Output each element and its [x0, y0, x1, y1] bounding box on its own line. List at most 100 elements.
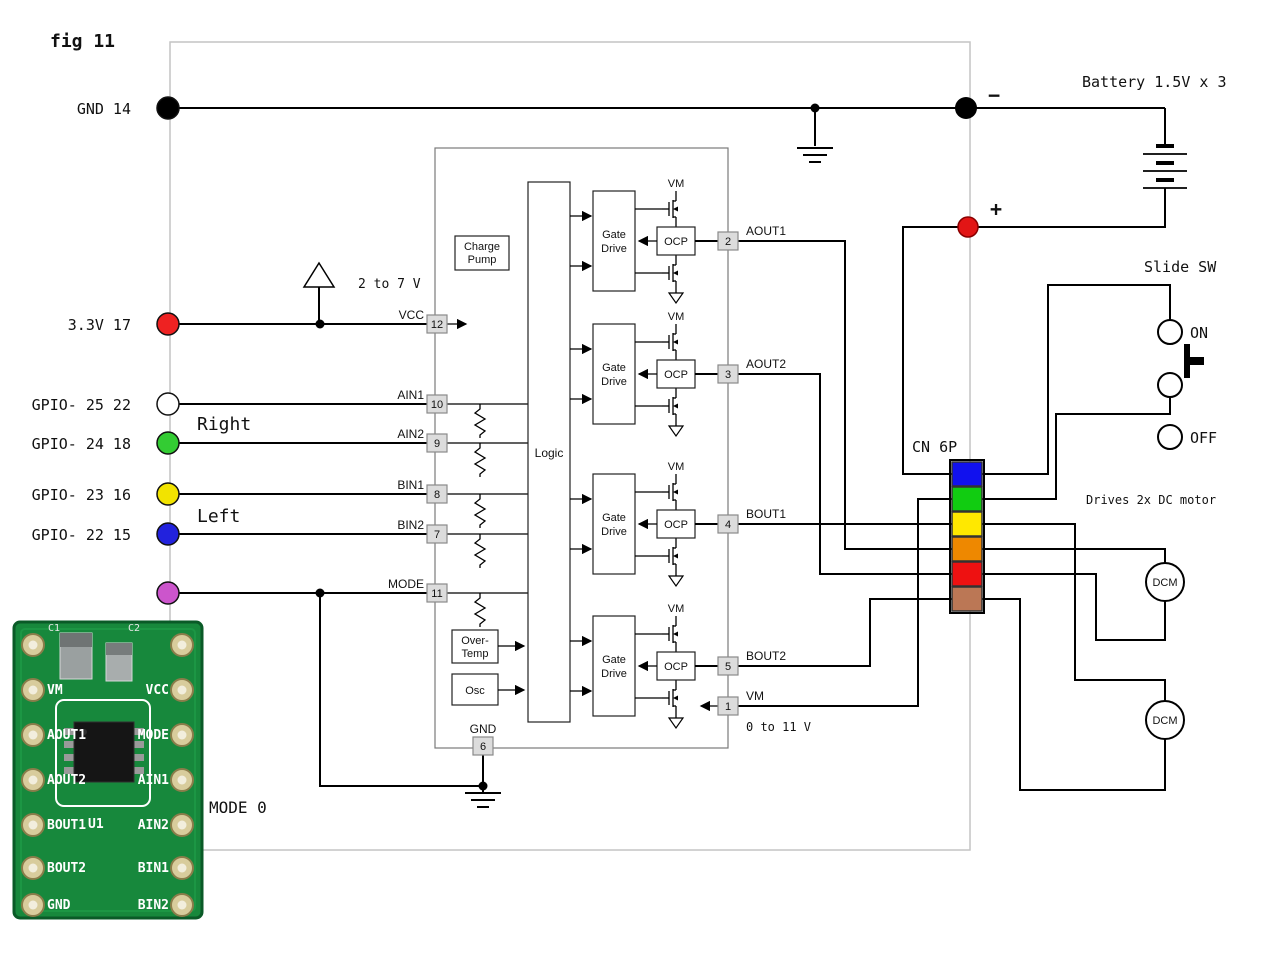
hbridge-channel-bout1: Gate Drive OCP VM [570, 461, 718, 588]
pcb-label-ain2: AIN2 [138, 818, 169, 833]
pin-dot-3v3 [156, 312, 180, 336]
wire-to-switch [982, 284, 1171, 475]
pgnd-triangle-icon [667, 292, 685, 305]
pin-aout2-label: AOUT2 [746, 357, 786, 371]
pcb-label-vcc: VCC [146, 683, 169, 698]
pcb-pads [21, 633, 194, 917]
ocp-label: OCP [664, 236, 688, 248]
figure-title: fig 11 [50, 31, 115, 52]
pin-ain1 [426, 394, 448, 414]
dc-motor-2: DCM [1145, 700, 1185, 740]
pin-aout2 [717, 364, 739, 384]
pin-vcc-label: VCC [399, 308, 425, 322]
cn6p-pin-6 [951, 586, 983, 612]
battery [1143, 144, 1187, 189]
pcb-label-bout1: BOUT1 [47, 818, 86, 833]
charge-pump-label2: Pump [468, 254, 497, 266]
pcb-label-bin2: BIN2 [138, 898, 169, 913]
hbridge-channel-aout2: Gate Drive OCP VM [570, 311, 718, 438]
wire-motor2-b [982, 598, 1166, 791]
pin-mode [426, 583, 448, 603]
pin-bin1 [426, 484, 448, 504]
wire-mode-to-gnd [319, 593, 483, 787]
pin-bin1-label: BIN1 [397, 478, 424, 492]
pgnd-triangle-icon [667, 425, 685, 438]
svg-text:12: 12 [431, 319, 443, 331]
right-direction-label: Right [197, 414, 251, 435]
svg-text:3: 3 [725, 369, 731, 381]
motors-note: Drives 2x DC motor [1086, 493, 1216, 507]
svg-text:Gate: Gate [602, 654, 626, 666]
wire-bout2-feed [738, 598, 954, 667]
pin-bout1-label: BOUT1 [746, 507, 786, 521]
switch-off-contact [1157, 424, 1183, 450]
cn6p-pin-2 [951, 486, 983, 512]
switch-off-label: OFF [1190, 429, 1217, 447]
svg-text:Drive: Drive [601, 526, 627, 538]
wire-vm-return [738, 498, 954, 707]
svg-text:OCP: OCP [664, 519, 688, 531]
svg-text:Gate: Gate [602, 512, 626, 524]
plus-sign: + [990, 197, 1002, 221]
svg-text:Gate: Gate [602, 362, 626, 374]
pin-gnd-label: GND [470, 722, 497, 736]
gnd-pin-label: GND 14 [77, 100, 131, 118]
gate-drive-label: Gate [602, 229, 626, 241]
wire-aout2-feed [738, 373, 954, 575]
svg-text:6: 6 [480, 741, 486, 753]
pcb-label-bin1: BIN1 [138, 861, 169, 876]
gpio-rail: GND 14 3.3V 17 GPIO- 25 22 GPIO- 24 18 G… [32, 96, 180, 605]
mode0-label: MODE 0 [209, 798, 267, 817]
svg-text:Drive: Drive [601, 243, 627, 255]
cn6p-pin-4 [951, 536, 983, 562]
cn6p-pin-1 [951, 461, 983, 487]
pin-vcc [426, 314, 448, 334]
overtemp-label1: Over- [461, 635, 489, 647]
overtemp-block [451, 629, 499, 664]
ic-pins: 12 VCC 10 AIN1 9 AIN2 8 BIN1 7 BIN2 11 M… [388, 224, 811, 756]
pin-ain2 [426, 433, 448, 453]
hbridge-channel-aout1: Gate Drive OCP VM [570, 178, 718, 305]
pin-mode-label: MODE [388, 577, 424, 591]
pcb-silkscreen-outline [55, 699, 151, 807]
pcb-c1-label: C1 [48, 623, 60, 634]
pgnd-triangle-icon [667, 575, 685, 588]
left-direction-label: Left [197, 506, 240, 527]
pin-ain2-label: AIN2 [397, 427, 424, 441]
switch-on-label: ON [1190, 324, 1208, 342]
switch-common-contact [1157, 372, 1183, 398]
cn6p-label: CN 6P [912, 438, 957, 456]
dc-motor-1: DCM [1145, 562, 1185, 602]
pin-bout2-label: BOUT2 [746, 649, 786, 663]
pcb-label-aout2: AOUT2 [47, 773, 86, 788]
wire-motor2-a [982, 523, 1166, 701]
vcc-range-label: 2 to 7 V [358, 277, 421, 292]
overtemp-label2: Temp [462, 648, 489, 660]
logic-block [527, 181, 571, 723]
svg-text:1: 1 [725, 701, 731, 713]
battery-minus-terminal [955, 97, 977, 119]
slide-switch: Slide SW ON OFF [1144, 258, 1217, 450]
osc-label: Osc [465, 685, 485, 697]
pin-bout1 [717, 514, 739, 534]
pin-dot-gpio24 [156, 431, 180, 455]
vm-rail-label: VM [668, 178, 685, 190]
pin-vm [717, 696, 739, 716]
pcb-label-mode: MODE [138, 728, 169, 743]
pin-bin2-label: BIN2 [397, 518, 424, 532]
gpio24-pin-label: GPIO- 24 18 [32, 435, 131, 453]
svg-text:Drive: Drive [601, 668, 627, 680]
svg-text:Drive: Drive [601, 376, 627, 388]
switch-lever-icon [1184, 344, 1190, 378]
vm-range-label: 0 to 11 V [746, 720, 811, 734]
pgnd-triangle-icon [667, 717, 685, 730]
wire-switch-return [982, 397, 1171, 500]
cn6p-connector: CN 6P [912, 438, 985, 614]
pcb-ref-label: U1 [88, 817, 104, 832]
pin-ain1-label: AIN1 [397, 388, 424, 402]
battery-label: Battery 1.5V x 3 [1082, 73, 1227, 91]
pcb-capacitors [59, 632, 133, 682]
gpio23-pin-label: GPIO- 23 16 [32, 486, 131, 504]
svg-text:9: 9 [434, 438, 440, 450]
